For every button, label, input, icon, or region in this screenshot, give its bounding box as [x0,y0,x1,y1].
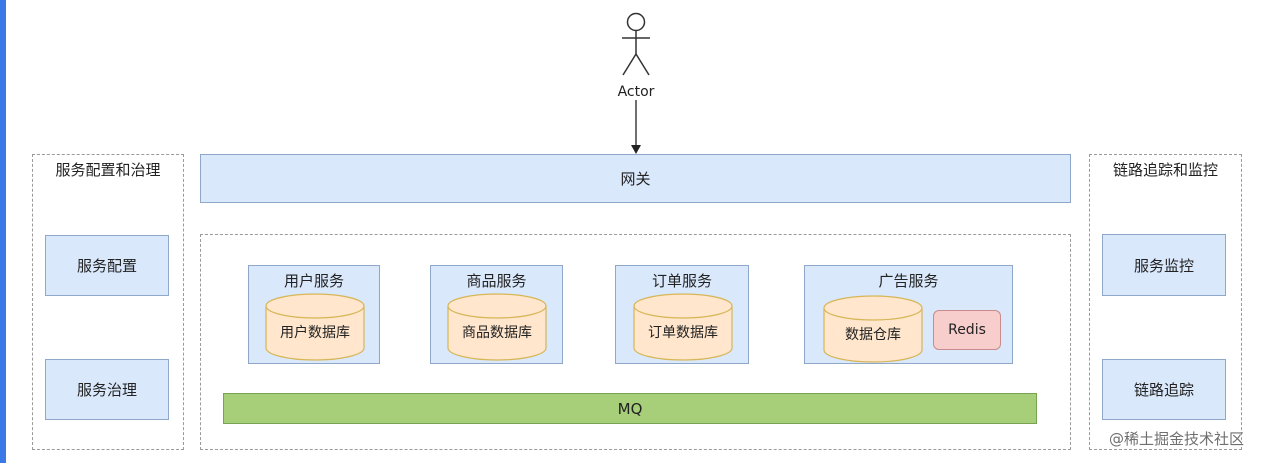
order-service-box: 订单服务 订单数据库 [615,265,749,364]
left-group: 服务配置和治理 [32,154,184,450]
ad-service-box: 广告服务 数据仓库 Redis [804,265,1013,364]
service-config-box: 服务配置 [45,235,169,296]
data-warehouse-label: 数据仓库 [845,327,901,343]
data-warehouse-cylinder: 数据仓库 [823,294,923,364]
database-icon [633,293,733,361]
service-governance-box: 服务治理 [45,359,169,420]
watermark: @稀土掘金技术社区 [1108,430,1244,448]
service-monitor-box: 服务监控 [1102,234,1226,296]
gateway-label: 网关 [620,170,651,188]
order-db-cylinder: 订单数据库 [633,292,733,362]
redis-box: Redis [933,310,1001,350]
product-service-box: 商品服务 商品数据库 [430,265,563,364]
ad-service-title: 广告服务 [878,272,939,290]
actor-gateway-arrow [631,100,641,154]
service-governance-label: 服务治理 [76,381,137,399]
services-container [200,234,1071,450]
redis-label: Redis [948,322,986,338]
database-icon [265,293,365,361]
gateway-box: 网关 [200,154,1071,203]
trace-label: 链路追踪 [1133,381,1194,399]
right-group-title: 链路追踪和监控 [1112,161,1218,179]
user-service-box: 用户服务 用户数据库 [248,265,380,364]
actor-label: Actor [617,84,655,100]
right-group: 链路追踪和监控 [1089,154,1242,450]
mq-label: MQ [617,399,643,418]
actor: Actor [608,12,664,132]
product-db-cylinder: 商品数据库 [447,292,547,362]
database-icon [447,293,547,361]
trace-box: 链路追踪 [1102,359,1226,420]
user-service-title: 用户服务 [283,272,344,290]
order-db-label: 订单数据库 [648,325,718,341]
left-accent-bar [0,0,6,463]
order-service-title: 订单服务 [651,272,712,290]
product-db-label: 商品数据库 [462,325,532,341]
database-icon [823,295,923,363]
user-db-cylinder: 用户数据库 [265,292,365,362]
service-monitor-label: 服务监控 [1133,256,1194,275]
actor-icon [622,12,650,76]
product-service-title: 商品服务 [466,272,527,290]
user-db-label: 用户数据库 [280,325,350,341]
mq-bar: MQ [223,393,1037,424]
left-group-title: 服务配置和治理 [55,161,161,179]
service-config-label: 服务配置 [76,257,137,275]
